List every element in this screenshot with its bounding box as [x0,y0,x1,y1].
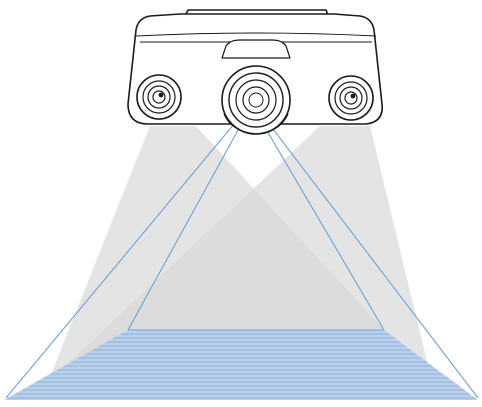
fov-line-inner-left [127,111,249,331]
fov-line-inner-right [255,111,385,331]
floor-stripes [7,333,476,399]
fov-line-outer-right [259,111,479,399]
center-lens-housing [221,39,291,59]
camera-fov-lines [5,111,479,399]
fov-line-outer-left [5,111,245,399]
right-lens [328,75,374,121]
right-projector-beam [48,126,432,382]
camera-device [127,9,383,135]
projector-beams [48,126,432,382]
left-lens [136,74,182,120]
floor-plane [4,330,478,400]
center-lens [221,65,291,135]
